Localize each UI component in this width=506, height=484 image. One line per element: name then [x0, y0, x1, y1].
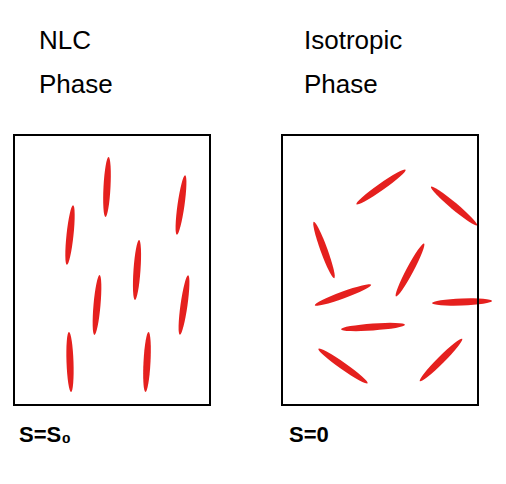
phase-box: Isotropic PhaseS=0 — [281, 134, 479, 406]
molecule — [393, 242, 427, 298]
molecule — [354, 167, 407, 207]
molecule — [173, 175, 188, 235]
molecule — [314, 281, 373, 308]
phase-heading: NLC Phase — [39, 18, 154, 106]
nematic-molecules — [63, 157, 191, 392]
molecule — [341, 321, 405, 332]
molecule — [131, 240, 142, 300]
molecule — [417, 336, 464, 383]
molecule — [142, 332, 152, 392]
isotropic-molecules — [310, 167, 492, 386]
molecule — [91, 275, 103, 335]
molecule — [65, 332, 74, 392]
molecule — [432, 297, 492, 306]
molecule — [429, 184, 479, 228]
molecule — [176, 275, 191, 335]
molecule — [63, 205, 76, 265]
molecule — [310, 221, 337, 280]
order-parameter: S=S₀ — [19, 422, 71, 448]
phase-box: NLC PhaseS=S₀ — [13, 134, 211, 406]
molecule — [316, 346, 369, 386]
molecule — [102, 157, 112, 217]
order-parameter: S=0 — [289, 422, 329, 448]
phase-heading: Isotropic Phase — [304, 18, 419, 106]
